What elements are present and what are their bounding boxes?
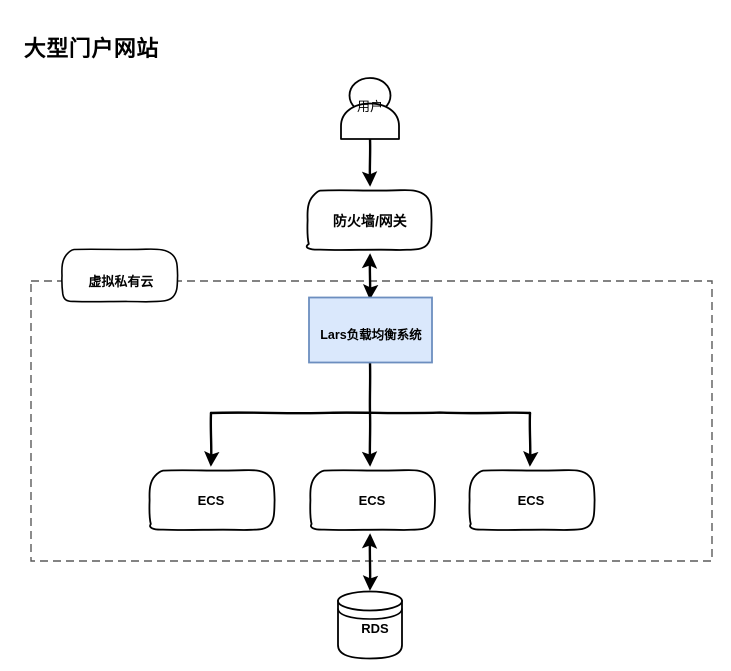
rds-database-node[interactable]: [337, 590, 403, 660]
ecs-node-1[interactable]: [148, 469, 276, 531]
ecs-node-3[interactable]: [468, 469, 596, 531]
user-actor[interactable]: [340, 77, 400, 140]
page-title: 大型门户网站: [24, 36, 160, 61]
firewall-gateway-node[interactable]: [305, 189, 433, 251]
ecs-node-2[interactable]: [309, 469, 436, 531]
vpc-label-node[interactable]: [61, 248, 179, 303]
lars-load-balancer-node[interactable]: [308, 296, 433, 364]
vpc-boundary: [30, 280, 713, 562]
edge-lars-to-ecs-group: [204, 361, 539, 467]
